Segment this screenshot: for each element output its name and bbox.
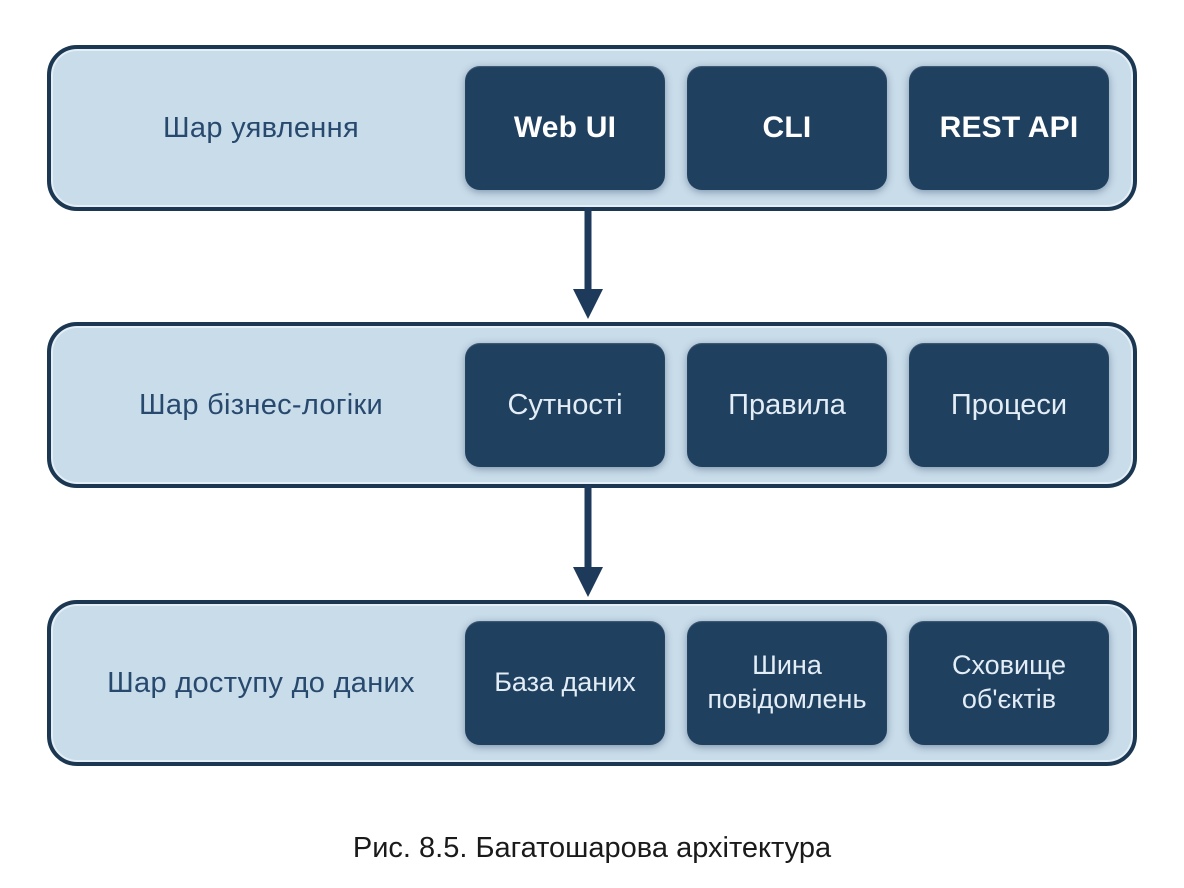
layer-band-business-logic: Шар бізнес-логіки Сутності Правила Проце…	[47, 322, 1137, 488]
layer-band-presentation: Шар уявлення Web UI CLI REST API	[47, 45, 1137, 211]
component-box-cli: CLI	[687, 66, 887, 190]
component-box-web-ui: Web UI	[465, 66, 665, 190]
layer-label-business-logic: Шар бізнес-логіки	[139, 388, 383, 421]
component-box-message-bus: Шина повідомлень	[687, 621, 887, 745]
component-box-rest-api: REST API	[909, 66, 1109, 190]
layer-boxes-business-logic: Сутності Правила Процеси	[465, 326, 1109, 484]
component-box-database: База даних	[465, 621, 665, 745]
layer-boxes-data-access: База даних Шина повідомлень Сховище об'є…	[465, 604, 1109, 762]
arrow-down-icon	[573, 485, 603, 597]
component-box-entities: Сутності	[465, 343, 665, 467]
layer-boxes-presentation: Web UI CLI REST API	[465, 49, 1109, 207]
arrow-down-icon	[573, 207, 603, 319]
figure-caption: Рис. 8.5. Багатошарова архітектура	[352, 832, 832, 864]
component-box-rules: Правила	[687, 343, 887, 467]
component-box-processes: Процеси	[909, 343, 1109, 467]
layer-label-data-access: Шар доступу до даних	[107, 666, 415, 699]
component-box-object-storage: Сховище об'єктів	[909, 621, 1109, 745]
layer-label-presentation: Шар уявлення	[163, 111, 359, 144]
layer-band-data-access: Шар доступу до даних База даних Шина пов…	[47, 600, 1137, 766]
